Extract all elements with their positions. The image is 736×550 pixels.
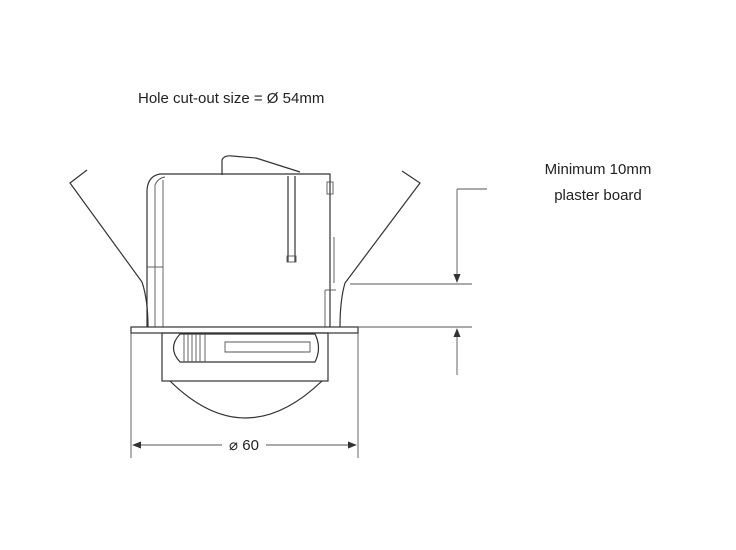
right-spring-clip [339, 170, 421, 328]
housing-body [146, 173, 336, 327]
plaster-label-line1: Minimum 10mm [545, 161, 652, 178]
lamp-capsule [172, 333, 320, 363]
top-clip [221, 155, 301, 175]
left-spring-clip [69, 169, 149, 328]
lower-housing [161, 332, 329, 382]
plaster-board-dimension [350, 188, 487, 375]
dome-lens [169, 380, 323, 419]
flange [130, 326, 359, 334]
hole-cutout-label: Hole cut-out size = Ø 54mm [138, 90, 324, 107]
diameter-dimension: ⌀ 60 [130, 333, 359, 458]
plaster-label-line2: plaster board [554, 187, 642, 204]
diameter-label: ⌀ 60 [229, 437, 259, 454]
